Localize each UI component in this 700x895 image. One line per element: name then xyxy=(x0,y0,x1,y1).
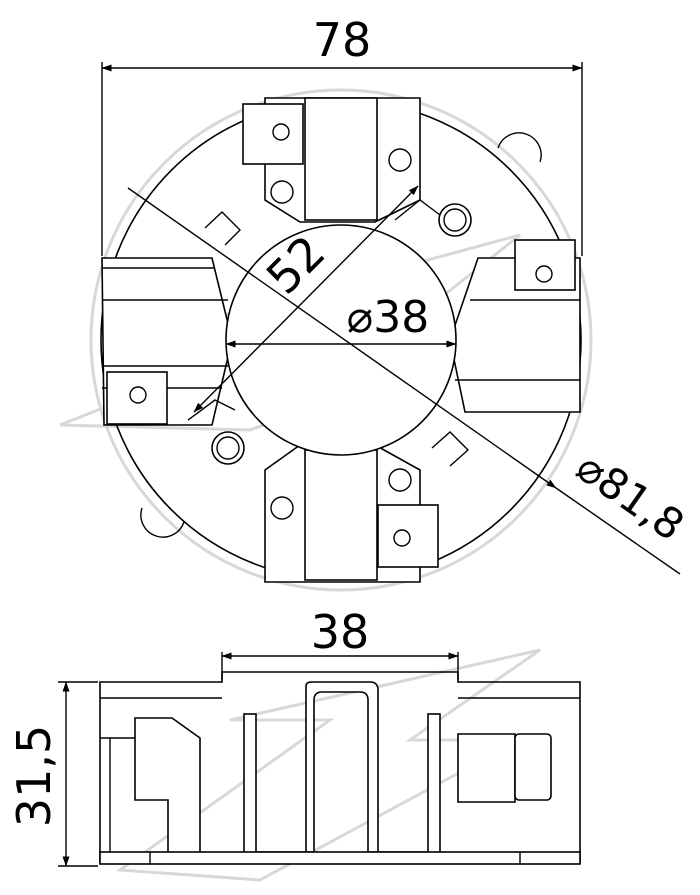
side-left-holder xyxy=(134,717,201,856)
dim-side-height-31-5-label: 31,5 xyxy=(7,725,61,827)
right-brush-holder xyxy=(449,239,581,413)
top-view: 78 52 ⌀38 ⌀81,8 xyxy=(100,13,693,583)
side-center-bracket xyxy=(243,681,441,855)
left-brush-holder xyxy=(101,257,233,426)
outer-notch-left xyxy=(140,507,185,538)
bottom-brush-holder xyxy=(264,444,439,583)
side-view: 38 31,5 xyxy=(7,605,581,867)
dim-side-height-31-5: 31,5 xyxy=(7,681,98,867)
side-base-plate xyxy=(99,851,581,865)
dim-inner-diameter-38: ⌀38 xyxy=(225,292,457,348)
dim-side-width-38-label: 38 xyxy=(311,605,370,659)
dim-outer-diameter-81-8-label: ⌀81,8 xyxy=(568,442,693,550)
outer-notch-right xyxy=(497,132,542,163)
side-right-holder xyxy=(457,733,516,803)
top-brush-holder xyxy=(242,97,421,223)
dim-inner-diameter-38-label: ⌀38 xyxy=(347,292,429,343)
dim-width-78: 78 xyxy=(101,13,583,256)
dim-side-width-38: 38 xyxy=(221,605,459,680)
dim-width-78-label: 78 xyxy=(313,13,372,67)
